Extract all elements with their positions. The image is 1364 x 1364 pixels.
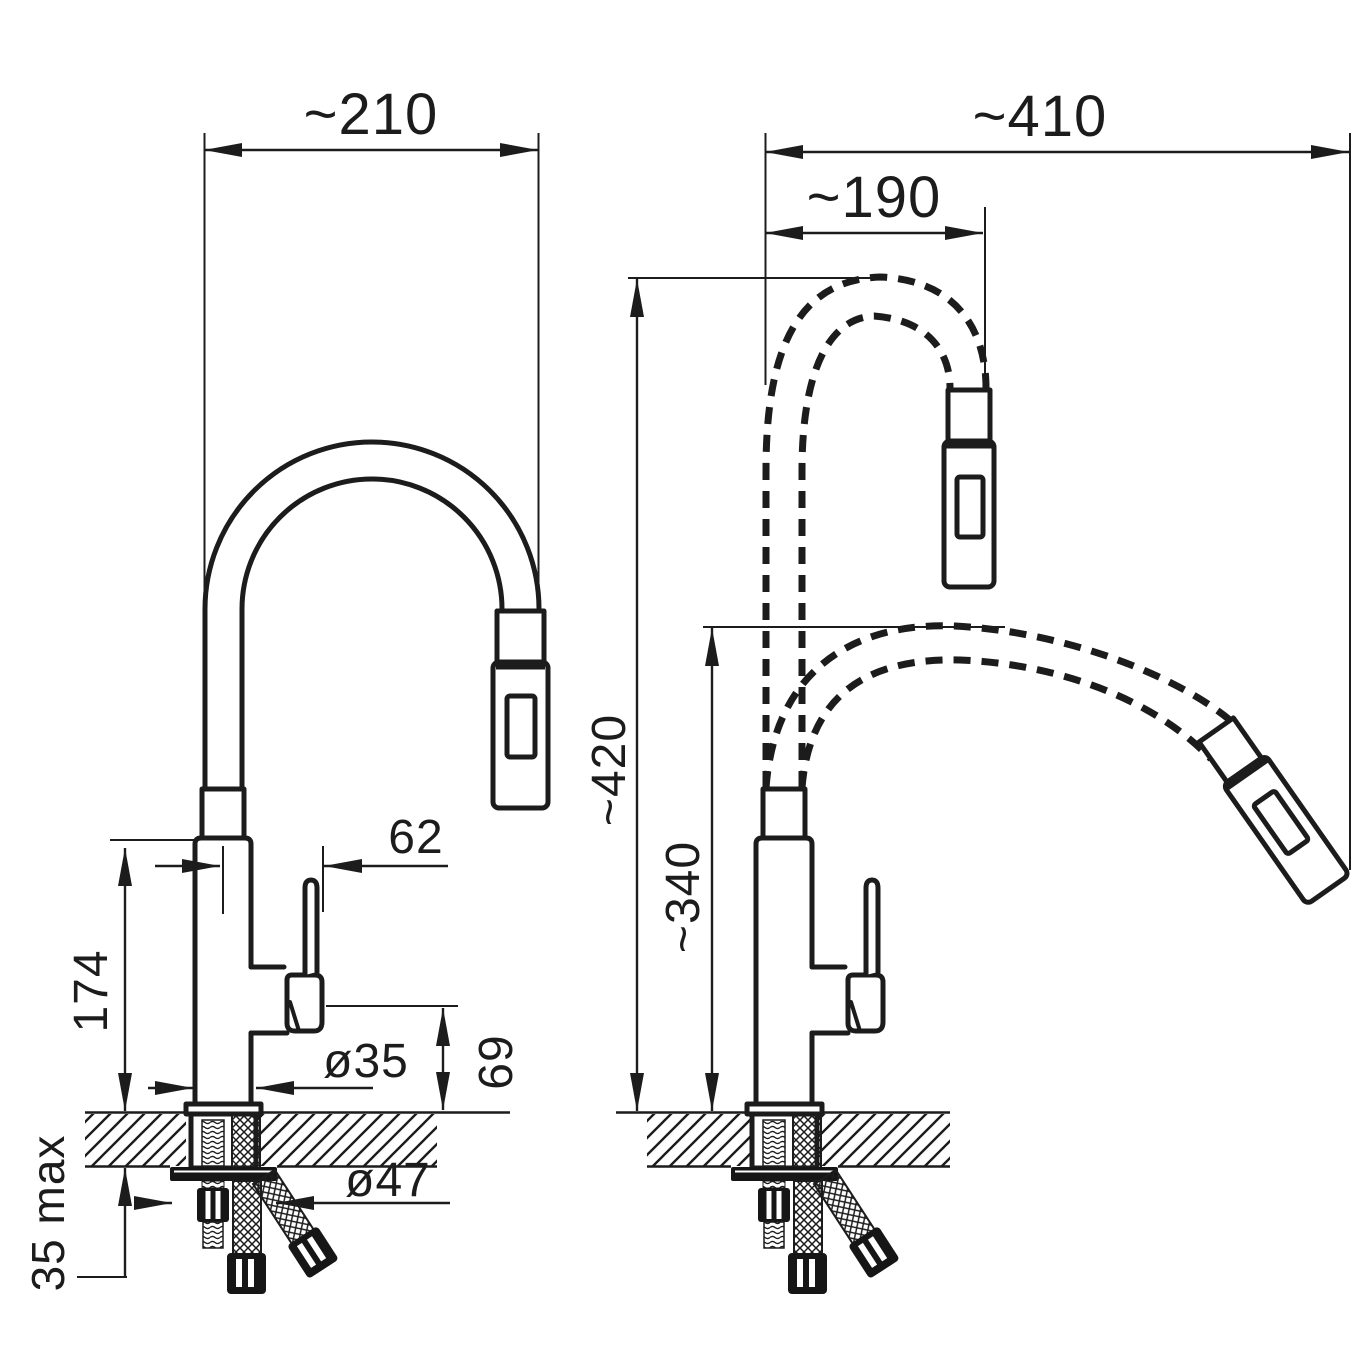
handle-lever	[863, 877, 881, 978]
left-handle	[248, 877, 325, 1036]
right-faucet-body	[753, 786, 815, 1107]
dim-label-total-width: ~410	[973, 84, 1108, 149]
dim-label-spout-width: ~210	[304, 82, 439, 147]
right-mounting	[731, 1101, 899, 1294]
dim-label-body-diameter: ø35	[323, 1035, 409, 1088]
left-extension-lines	[110, 133, 540, 1007]
right-extension-lines	[628, 133, 1351, 870]
body-outline	[192, 835, 254, 1107]
dim-label-height-up: ~420	[583, 714, 636, 826]
body-outline	[753, 835, 815, 1107]
hex-facet	[296, 1242, 317, 1268]
right-view: ~410 ~190 ~420 ~340	[583, 84, 1351, 1294]
nut-facet	[776, 1191, 782, 1219]
threaded-stud	[201, 1119, 225, 1167]
handle-lever	[302, 877, 320, 978]
nut-facet	[205, 1191, 211, 1219]
stud-thread-end	[763, 1221, 785, 1249]
left-faucet-body	[192, 786, 254, 1107]
hex-facet	[248, 1259, 254, 1287]
spray-head-body	[490, 659, 551, 811]
hex-facet	[797, 1259, 803, 1287]
mounting-nut	[197, 1188, 229, 1222]
stud-thread-end	[202, 1221, 224, 1249]
hose-hex-fitting	[227, 1253, 266, 1294]
left-countertop	[85, 1111, 510, 1168]
hose-outer-edge	[202, 439, 542, 793]
left-view: ~210 174 62 ø35 69 ø47 35 max	[22, 82, 551, 1294]
hex-facet	[809, 1259, 815, 1287]
handle-pivot-line	[288, 1000, 301, 1033]
countertop-hatch	[257, 1114, 437, 1166]
hose-hex-fitting	[788, 1253, 827, 1294]
countertop-hatch	[818, 1114, 950, 1166]
countertop-hatch	[85, 1114, 186, 1166]
spray-head-collar	[494, 608, 547, 666]
supply-hose-vertical	[793, 1180, 823, 1256]
hose-lowered-inner	[798, 656, 1214, 789]
spray-head-button	[504, 693, 538, 760]
hose-inner-edge	[239, 476, 505, 793]
hose-raised-outer	[762, 273, 990, 788]
spray-head-button	[1251, 789, 1311, 856]
handle-pivot-line	[849, 1000, 862, 1033]
hose-in-shank	[792, 1113, 822, 1169]
hose-connector	[760, 786, 808, 843]
supply-hose-diagonal	[812, 1168, 899, 1278]
hose-raised-inner	[798, 312, 954, 788]
mounting-nut	[758, 1188, 790, 1222]
spray-head-collar	[945, 387, 993, 444]
right-handle	[809, 877, 886, 1036]
hose-braid	[251, 1168, 316, 1246]
hose-position-raised	[762, 273, 990, 788]
dim-label-hose-reach: ~190	[807, 165, 942, 230]
dim-label-height-down: ~340	[657, 841, 710, 953]
dim-label-body-height: 174	[65, 949, 118, 1032]
hex-facet	[867, 1236, 888, 1262]
left-dimensions: ~210 174 62 ø35 69 ø47 35 max	[22, 82, 538, 1291]
left-spray-head	[490, 608, 551, 811]
dim-label-handle-offset: 62	[388, 811, 443, 864]
nut-facet	[766, 1191, 772, 1219]
hex-facet	[857, 1242, 878, 1268]
dim-label-outlet-height: 69	[470, 1034, 523, 1089]
supply-hose-vertical	[232, 1180, 262, 1256]
hose-in-shank	[231, 1113, 261, 1169]
hose-hex-fitting	[849, 1227, 899, 1278]
hex-facet	[306, 1236, 327, 1262]
spray-head-button	[954, 474, 986, 540]
dim-label-counter-thickness: 35 max	[22, 1135, 74, 1292]
hose-hex-fitting	[288, 1227, 338, 1278]
nut-facet	[215, 1191, 221, 1219]
threaded-stud	[762, 1119, 786, 1167]
hose-lowered-outer	[762, 622, 1234, 789]
right-dimensions: ~410 ~190 ~420 ~340	[583, 84, 1349, 1111]
right-countertop	[616, 1111, 950, 1168]
stud-thread	[762, 1180, 786, 1189]
countertop-hatch	[647, 1114, 752, 1166]
left-mounting	[170, 1101, 338, 1294]
spray-head-body	[941, 438, 997, 590]
spray-head-raised	[941, 387, 997, 590]
spray-head-joint	[1224, 755, 1269, 791]
hose-position-lowered	[762, 622, 1234, 789]
spray-head-lowered	[1196, 715, 1350, 905]
left-spout-hose	[202, 439, 542, 793]
dim-label-flange-diameter: ø47	[345, 1154, 431, 1207]
hose-braid	[812, 1168, 877, 1246]
hex-facet	[236, 1259, 242, 1287]
stud-thread	[201, 1180, 225, 1189]
hose-connector	[199, 786, 247, 843]
body-fill	[756, 838, 812, 1104]
